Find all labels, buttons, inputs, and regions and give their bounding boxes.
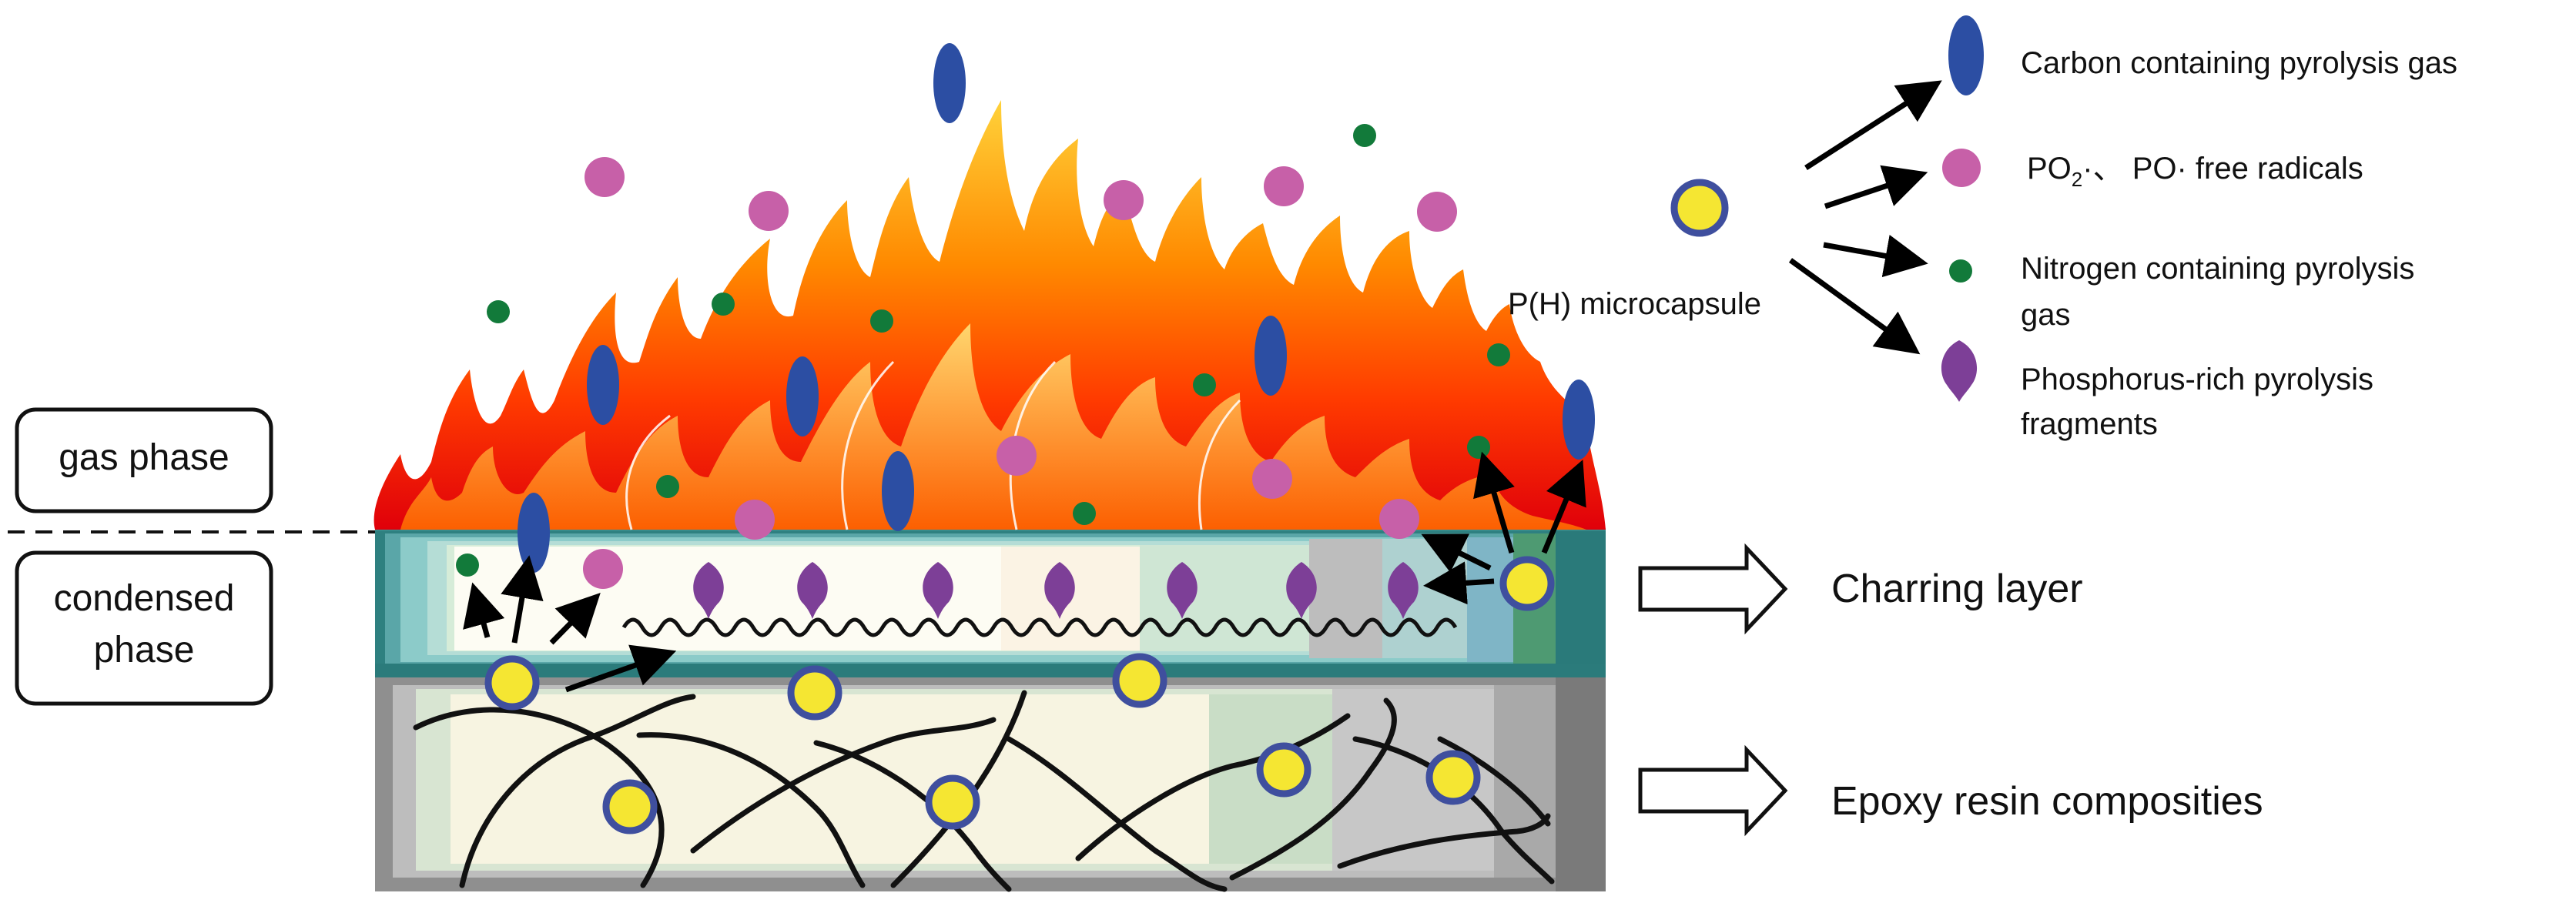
charring-layer [375, 528, 1606, 677]
particles [456, 43, 1595, 834]
nitrogen-gas-particle [487, 300, 510, 323]
carbon-gas-particle [518, 493, 550, 573]
radical-particle [1104, 180, 1144, 220]
legend-radical-rest: ·、 PO· free radicals [2082, 152, 2363, 186]
flames [374, 100, 1606, 530]
arrow-to-radical-left [549, 593, 601, 645]
carbon-gas-particle [587, 345, 619, 425]
carbon-gas-particle [786, 356, 819, 436]
radical-particle [583, 549, 623, 589]
charring-layer-label: Charring layer [1831, 567, 2083, 611]
microcapsule-particle [925, 774, 980, 830]
gas-phase-label: gas phase [59, 437, 229, 478]
microcapsule-label: P(H) microcapsule [1508, 287, 1761, 321]
legend: P(H) microcapsule Carbon containing pyro… [1508, 15, 2457, 441]
epoxy-block-arrow [1638, 744, 1788, 837]
radical-particle [1252, 459, 1292, 499]
legend-nitrogen-label-line2: gas [2021, 298, 2071, 332]
radical-particle [1264, 166, 1304, 206]
arrows [463, 80, 1942, 693]
carbon-gas-particle [933, 43, 966, 123]
phosphorus-fragment-particle [1044, 562, 1075, 619]
arrow-to-nitrogen-right [1473, 451, 1515, 553]
nitrogen-gas-particle [1193, 373, 1216, 396]
nitrogen-gas-particle [1073, 502, 1096, 525]
radical-particle [749, 191, 789, 231]
radical-particle [1417, 192, 1457, 232]
condensed-phase-label-line2: phase [94, 630, 195, 671]
carbon-gas-particle [1563, 380, 1595, 460]
microcapsule-particle [602, 779, 658, 834]
arrow-to-phosphorus-right [1423, 561, 1495, 605]
radical-particle [1379, 499, 1419, 539]
phosphorus-fragment-particle [693, 562, 724, 619]
legend-radical-subscript: 2 [2072, 168, 2082, 191]
arrow-to-nitrogen-left [463, 582, 505, 638]
arrow-to-radical-right [1421, 533, 1492, 573]
legend-radical-label: PO2·、 PO· free radicals [2027, 152, 2363, 191]
charring-layer-callout: Charring layer [1638, 543, 2083, 635]
epoxy-resin-layer [375, 677, 1606, 891]
nitrogen-gas-particle [656, 475, 679, 498]
epoxy-layer-label: Epoxy resin composities [1831, 779, 2263, 824]
legend-phosphorus-label-line2: fragments [2021, 407, 2158, 441]
legend-radical-prefix: PO [2027, 152, 2072, 186]
legend-arrow-radical [1824, 165, 1928, 209]
legend-arrow-phosphorus [1788, 258, 1921, 355]
phosphorus-fragment-particle [1388, 562, 1419, 619]
arrow-to-carbon-right [1541, 460, 1586, 554]
phosphorus-fragment-particle [797, 562, 828, 619]
legend-arrow-nitrogen [1823, 234, 1928, 278]
radical-particle [997, 436, 1037, 476]
microcapsule-particle [1112, 653, 1167, 708]
microcapsule-particle [1256, 742, 1311, 798]
nitrogen-gas-particle [1467, 436, 1490, 459]
phosphorus-fragment-particle [1167, 562, 1198, 619]
nitrogen-gas-particle [1353, 124, 1376, 147]
legend-radical-icon [1942, 149, 1981, 187]
legend-carbon-gas-icon [1948, 15, 1984, 95]
legend-phosphorus-label-line1: Phosphorus-rich pyrolysis [2021, 363, 2373, 396]
microcapsule-particle [1425, 750, 1481, 805]
nitrogen-gas-particle [1487, 343, 1510, 366]
radical-particle [585, 157, 625, 197]
legend-microcapsule-icon [1670, 179, 1729, 237]
nitrogen-gas-particle [712, 293, 735, 316]
epoxy-layer-callout: Epoxy resin composities [1638, 744, 2263, 837]
phosphorus-fragment-particle [923, 562, 953, 619]
radical-particle [735, 500, 775, 540]
gas-phase-label-box: gas phase [15, 407, 273, 513]
carbon-gas-particle [882, 451, 914, 531]
condensed-phase-label-box: condensed phase [15, 550, 273, 706]
legend-phosphorus-fragment-icon [1941, 340, 1978, 402]
nitrogen-gas-particle [456, 553, 479, 577]
legend-nitrogen-label-line1: Nitrogen containing pyrolysis [2021, 252, 2414, 286]
microcapsule-particle [484, 655, 540, 711]
char-wavy-chain [621, 617, 1458, 637]
charring-block-arrow [1638, 543, 1788, 635]
arrow-to-chain [564, 644, 677, 693]
legend-arrow-carbon [1804, 80, 1942, 170]
legend-carbon-label: Carbon containing pyrolysis gas [2021, 46, 2457, 80]
condensed-phase-label-line1: condensed [54, 578, 235, 619]
phosphorus-fragment-particle [1286, 562, 1317, 619]
nitrogen-gas-particle [870, 309, 893, 333]
microcapsule-particle [787, 665, 842, 721]
arrow-to-carbon-left [501, 555, 544, 644]
legend-nitrogen-gas-icon [1949, 259, 1972, 283]
carbon-gas-particle [1255, 316, 1287, 396]
microcapsule-particle [1499, 556, 1555, 611]
polymer-chains [413, 690, 1555, 892]
